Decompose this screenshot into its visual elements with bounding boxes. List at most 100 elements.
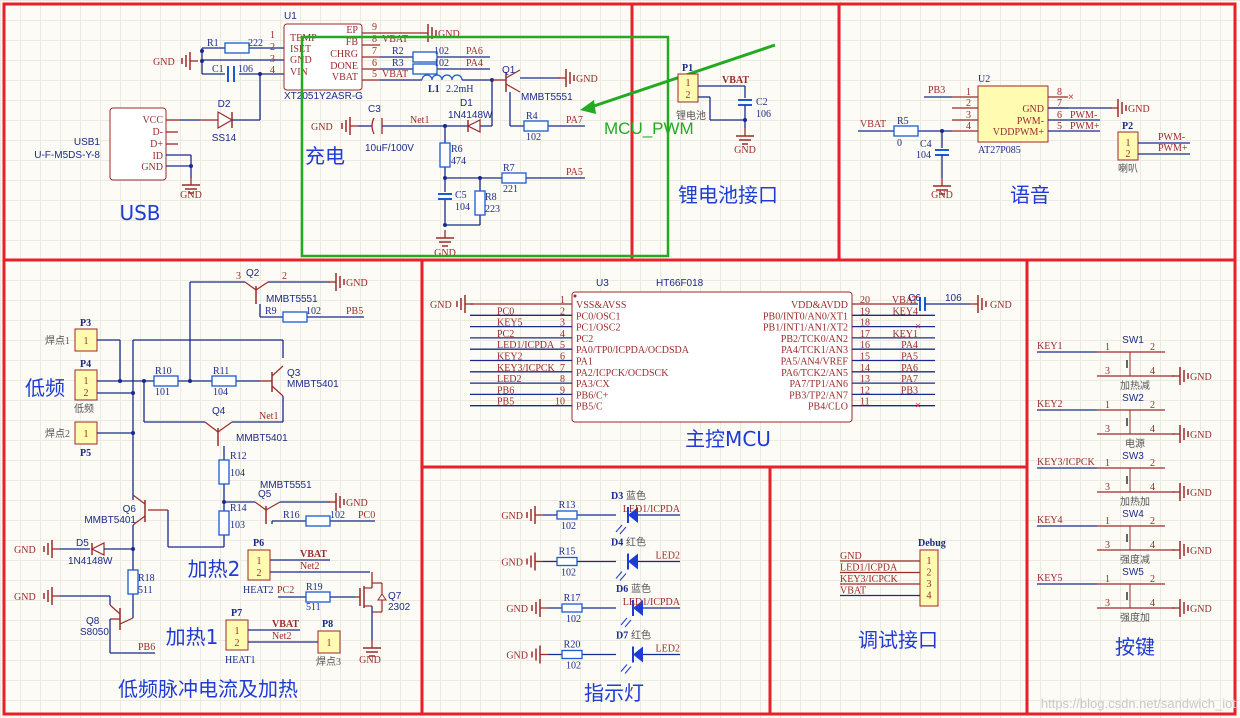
mcu-left-pin-num: 7 <box>560 363 565 374</box>
q1-part: MMBT5551 <box>521 92 573 103</box>
battery-gnd: GND <box>734 145 756 156</box>
section-title-mcu: 主控MCU <box>685 427 771 451</box>
u2-num-6: 6 <box>1057 110 1062 121</box>
r9-net: PB5 <box>346 306 363 317</box>
p7-pin-1: 1 <box>235 626 240 637</box>
key-ref: SW4 <box>1122 509 1144 520</box>
gnd-icon <box>1171 424 1189 444</box>
u1-pin-done: DONE <box>330 61 358 72</box>
battery-section: P1 1 2 锂电池 VBAT C2 106 GND 锂电池接口 <box>676 63 778 207</box>
section-title-battery: 锂电池接口 <box>678 183 778 207</box>
p4-comment: 低频 <box>74 402 94 415</box>
p7-connector[interactable] <box>225 619 249 651</box>
led-resistor-ref: R15 <box>559 547 576 558</box>
q6-part: MMBT5401 <box>84 515 136 526</box>
charge-net1: Net1 <box>410 115 429 126</box>
q2-pin-3: 3 <box>236 271 241 282</box>
r5-value: 0 <box>897 138 902 149</box>
r3-ref: R3 <box>392 58 404 69</box>
r10-ref: R10 <box>155 366 172 377</box>
p2-connector[interactable] <box>1117 131 1139 161</box>
section-title-usb: USB <box>119 201 160 225</box>
led-resistor-ref: R20 <box>564 640 581 651</box>
mcu-right-net: PB3 <box>901 385 918 396</box>
debug-connector[interactable] <box>919 549 939 607</box>
key-gnd: GND <box>1190 604 1212 615</box>
led-resistor <box>556 510 578 520</box>
u2-body[interactable] <box>977 85 1049 143</box>
p7-net2: Net2 <box>272 631 291 642</box>
mcu-right-pin-num: 12 <box>860 385 870 396</box>
u2-pin-pwm-minus: PWM- <box>1017 116 1044 127</box>
key-pin-4: 4 <box>1150 540 1155 551</box>
key-pin-3: 3 <box>1105 540 1110 551</box>
mcu-left-pin-name: PC2 <box>576 334 593 345</box>
p1-connector[interactable] <box>677 73 699 103</box>
section-title-voice: 语音 <box>1010 183 1050 207</box>
mcu-right-pin-name: PA4/TCK1/AN3 <box>781 345 848 356</box>
p7-pin-2: 2 <box>235 638 240 649</box>
u2-ref: U2 <box>978 74 990 85</box>
key-net: KEY3/ICPCK <box>1037 457 1096 468</box>
q8-ref: Q8 <box>86 616 100 627</box>
u3-body[interactable] <box>571 291 853 423</box>
usb-gnd-label: GND <box>180 190 202 201</box>
q3-ref: Q3 <box>287 368 301 379</box>
key-pin-2: 2 <box>1150 574 1155 585</box>
key-ref: SW3 <box>1122 451 1144 462</box>
r7-value: 221 <box>503 184 518 195</box>
c5-value: 104 <box>455 202 470 213</box>
u2-pin-gnd: GND <box>1022 104 1044 115</box>
p8-connector[interactable] <box>317 630 341 654</box>
p6-connector[interactable] <box>247 549 271 581</box>
led-diode-icon <box>633 646 643 663</box>
p6-ref: P6 <box>253 538 264 549</box>
r19-pc2: PC2 <box>277 585 294 596</box>
r8-ref: R8 <box>485 192 497 203</box>
gnd-icon <box>1171 540 1189 560</box>
d2-diode-icon <box>217 110 234 130</box>
mcu-right-pin-num: 13 <box>860 374 870 385</box>
u2-gnd: GND <box>1128 104 1150 115</box>
p3-ref: P3 <box>80 318 91 329</box>
d5-ref: D5 <box>76 538 89 549</box>
section-title-led: 指示灯 <box>584 681 644 705</box>
r3-net: PA4 <box>466 58 483 69</box>
u2-num-1: 1 <box>966 87 971 98</box>
r1-gnd-label: GND <box>153 57 175 68</box>
mcu-left-net: PC0 <box>497 306 514 317</box>
key-pin-2: 2 <box>1150 516 1155 527</box>
d2-part: SS14 <box>212 133 237 144</box>
led-resistor <box>556 556 578 567</box>
heat1-title: 加热1 <box>166 625 219 649</box>
p5-ref: P5 <box>80 448 91 459</box>
p7-comment: HEAT1 <box>225 655 256 666</box>
key-comment: 加热加 <box>1120 495 1150 508</box>
key-ref: SW5 <box>1122 567 1144 578</box>
mcu-left-net: PC2 <box>497 329 514 340</box>
pulse-section: 3 2 Q2 MMBT5551 GND R9 102 PB5 P3 1 焊点1 … <box>14 268 411 701</box>
u1-fb-vbat: VBAT <box>382 34 408 45</box>
p4-connector[interactable] <box>74 369 98 401</box>
mcu-right-net: PA7 <box>901 374 918 385</box>
p1-pin-2: 2 <box>686 90 691 101</box>
mcu-right-pin-num: 19 <box>860 306 870 317</box>
q7-part: 2302 <box>388 602 411 613</box>
mcu-right-net: PA6 <box>901 363 918 374</box>
mcu-left-net: PB6 <box>497 385 514 396</box>
mcu-left-net: KEY3/ICPCK <box>497 363 556 374</box>
key-net: KEY4 <box>1037 515 1063 526</box>
mcu-right-pin-name: PA6/TCK2/AN5 <box>781 368 848 379</box>
d1-diode-icon <box>466 119 481 133</box>
u1-part: XT2051Y2ASR-G <box>284 91 363 102</box>
mcu-right-pin-num: 18 <box>860 318 870 329</box>
r16-ref: R16 <box>283 510 300 521</box>
c1-value: 106 <box>238 64 253 75</box>
c2-ref: C2 <box>756 97 768 108</box>
r12-ref: R12 <box>230 451 247 462</box>
c3-gnd: GND <box>311 122 333 133</box>
key-gnd: GND <box>1190 430 1212 441</box>
